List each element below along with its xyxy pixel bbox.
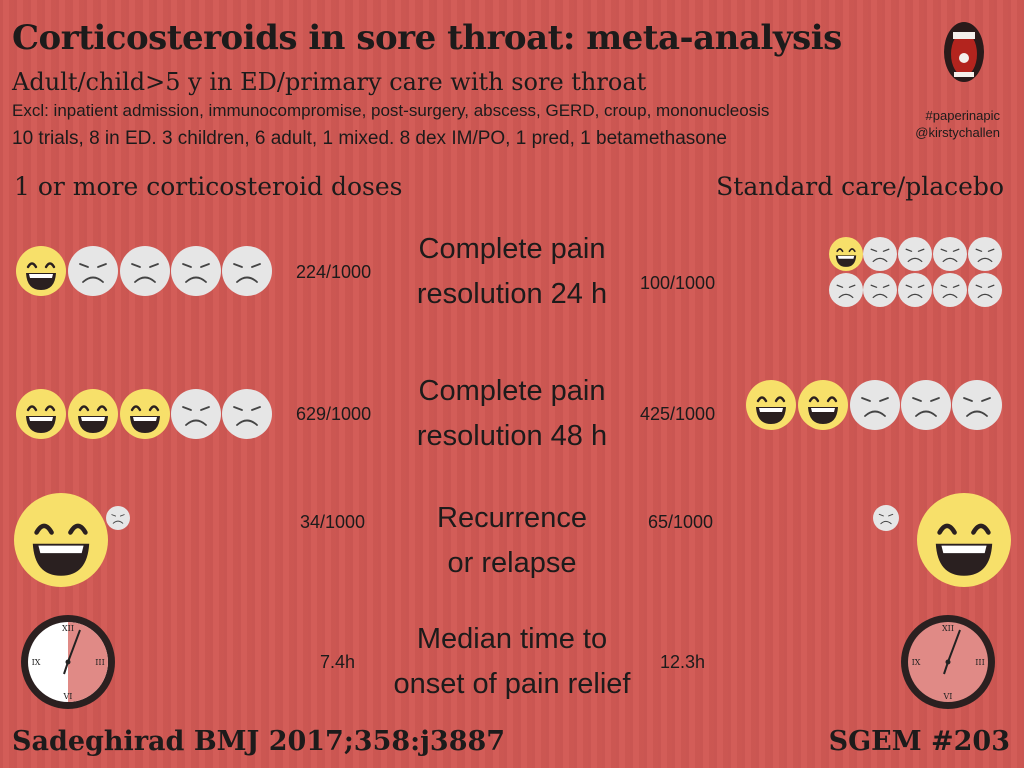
outcome-24h: Complete pain resolution 24 h xyxy=(382,227,642,317)
column-header-placebo: Standard care/placebo xyxy=(716,172,1004,201)
outcome-recurrence: Recurrence or relapse xyxy=(382,496,642,586)
clock-icon: XII III VI IX xyxy=(21,615,115,709)
svg-text:III: III xyxy=(95,658,104,667)
happy-face-icon xyxy=(746,380,796,430)
outcome-time-to-relief: Median time to onset of pain relief xyxy=(382,617,642,707)
open-mouth-icon xyxy=(944,22,984,82)
svg-text:IX: IX xyxy=(912,658,921,667)
episode-number: SGEM #203 xyxy=(828,726,1010,757)
page-subtitle: Adult/child>5 y in ED/primary care with … xyxy=(12,68,647,96)
outcome-label-line1: Median time to xyxy=(416,623,608,655)
sad-face-icon xyxy=(222,246,272,296)
sad-face-icon xyxy=(171,389,221,439)
outcome-48h: Complete pain resolution 48 h xyxy=(382,369,642,459)
sad-face-icon xyxy=(968,237,1002,271)
sad-face-icon xyxy=(873,505,899,531)
svg-text:VI: VI xyxy=(943,692,953,701)
happy-face-icon xyxy=(16,246,66,296)
citation: Sadeghirad BMJ 2017;358:j3887 xyxy=(12,726,506,757)
value-24h-placebo: 100/1000 xyxy=(640,273,716,293)
happy-face-icon xyxy=(798,380,848,430)
sad-face-icon xyxy=(901,380,951,430)
sad-face-icon xyxy=(933,237,967,271)
outcome-label-line2: resolution 48 h xyxy=(416,420,608,452)
happy-face-icon xyxy=(68,389,118,439)
sad-face-icon xyxy=(898,237,932,271)
outcome-label-line2: onset of pain relief xyxy=(393,668,631,700)
value-24h-steroid: 224/1000 xyxy=(296,262,372,282)
outcome-label-line1: Complete pain xyxy=(418,375,606,407)
sad-face-icon xyxy=(222,389,272,439)
sad-face-icon xyxy=(933,273,967,307)
happy-face-icon xyxy=(14,493,108,587)
value-time-steroid: 7.4h xyxy=(320,652,356,672)
sad-face-icon xyxy=(898,273,932,307)
clock-icon: XII III VI IX xyxy=(901,615,995,709)
value-time-placebo: 12.3h xyxy=(660,652,706,672)
trial-summary: 10 trials, 8 in ED. 3 children, 6 adult,… xyxy=(12,128,727,149)
twitter-handle: @kirstychallen xyxy=(915,125,1000,140)
value-48h-steroid: 629/1000 xyxy=(296,404,372,424)
sad-face-icon xyxy=(968,273,1002,307)
svg-text:IX: IX xyxy=(32,658,41,667)
outcome-label-line2: resolution 24 h xyxy=(416,278,608,310)
svg-text:VI: VI xyxy=(63,692,73,701)
svg-text:III: III xyxy=(975,658,984,667)
sad-face-icon xyxy=(120,246,170,296)
exclusion-criteria: Excl: inpatient admission, immunocomprom… xyxy=(12,101,770,120)
sad-face-icon xyxy=(68,246,118,296)
sad-face-icon xyxy=(829,273,863,307)
happy-face-icon xyxy=(120,389,170,439)
happy-face-icon xyxy=(16,389,66,439)
hashtag: #paperinapic xyxy=(925,108,1000,123)
outcome-label-line2: or relapse xyxy=(447,547,577,579)
value-48h-placebo: 425/1000 xyxy=(640,404,716,424)
sad-face-icon xyxy=(850,380,900,430)
happy-face-icon xyxy=(829,237,863,271)
svg-text:XII: XII xyxy=(62,624,74,633)
sad-face-icon xyxy=(952,380,1002,430)
page-title: Corticosteroids in sore throat: meta-ana… xyxy=(12,18,842,58)
outcome-label-line1: Recurrence xyxy=(437,502,587,534)
svg-text:XII: XII xyxy=(942,624,954,633)
column-header-steroids: 1 or more corticosteroid doses xyxy=(14,172,403,201)
value-recurrence-placebo: 65/1000 xyxy=(648,512,714,532)
happy-face-icon xyxy=(917,493,1011,587)
sad-face-icon xyxy=(106,506,130,530)
outcome-label-line1: Complete pain xyxy=(418,233,606,265)
sad-face-icon xyxy=(863,237,897,271)
value-recurrence-steroid: 34/1000 xyxy=(300,512,366,532)
sad-face-icon xyxy=(171,246,221,296)
sad-face-icon xyxy=(863,273,897,307)
